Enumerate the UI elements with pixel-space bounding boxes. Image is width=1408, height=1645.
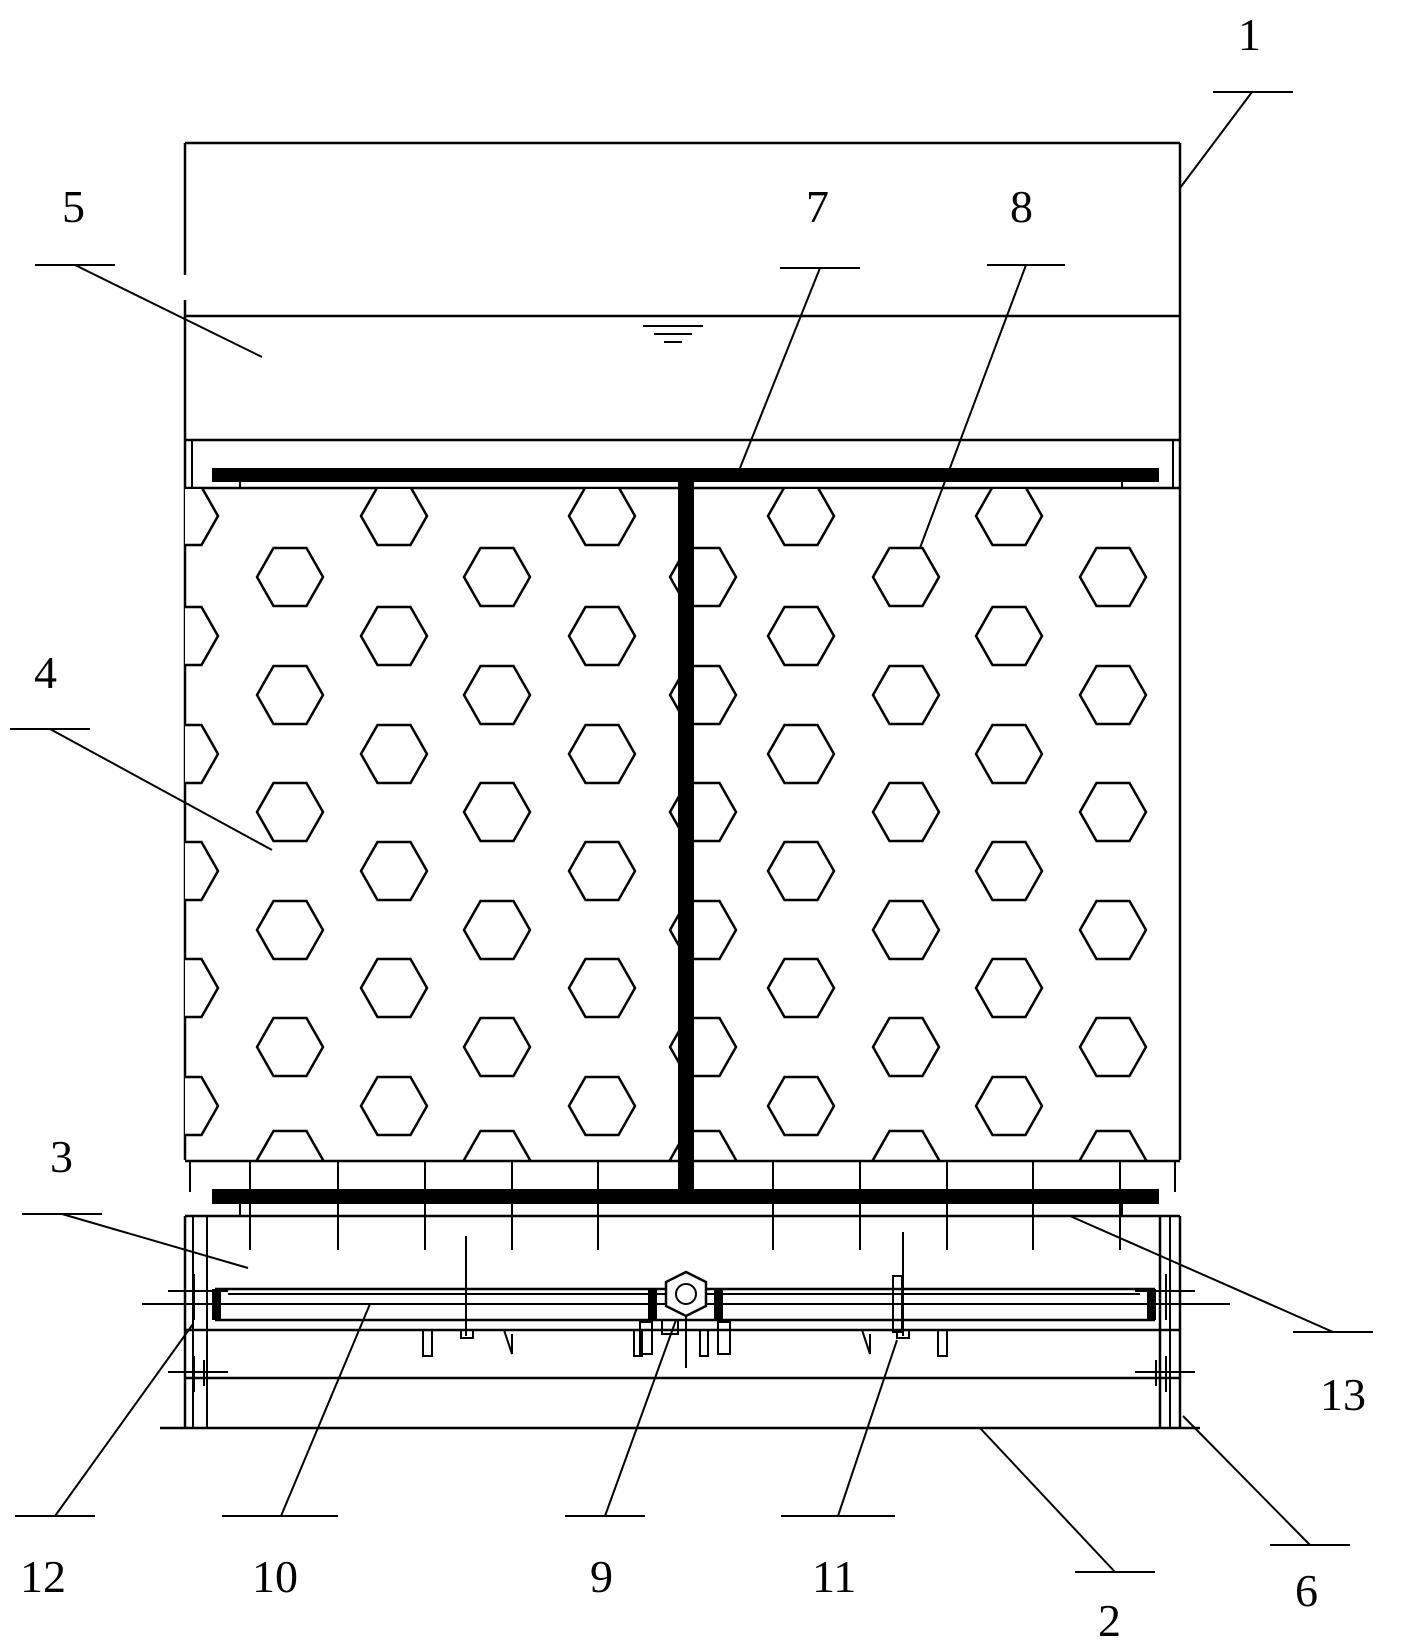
label-10: 10 (252, 1551, 298, 1602)
media-hexagon (359, 723, 429, 785)
media-hexagon (567, 1075, 637, 1137)
media-hexagon (255, 899, 325, 961)
media-hexagon (974, 957, 1044, 1019)
label-12: 12 (20, 1551, 66, 1602)
center-post (678, 482, 694, 1202)
media-hexagon (766, 723, 836, 785)
media-hexagon (462, 1016, 532, 1078)
label-13: 13 (1320, 1369, 1366, 1420)
media-hexagon (255, 1016, 325, 1078)
media-hexagon (974, 723, 1044, 785)
media-hexagon (359, 840, 429, 902)
media-hexagon (871, 1016, 941, 1078)
media-hexagon (255, 664, 325, 726)
callout-labels: 1 2 3 4 5 6 7 8 9 10 11 12 13 (20, 9, 1366, 1645)
label-8: 8 (1010, 181, 1033, 232)
media-hexagon (185, 489, 220, 547)
leader-lines (10, 91, 1373, 1573)
media-hexagon (567, 957, 637, 1019)
media-hexagon (462, 899, 532, 961)
media-hexagon (359, 957, 429, 1019)
media-hexagon (766, 957, 836, 1019)
label-5: 5 (62, 181, 85, 232)
label-6: 6 (1295, 1565, 1318, 1616)
lower-frame (142, 1204, 1230, 1430)
media-hexagon (1078, 1016, 1148, 1078)
media-hexagon (974, 1075, 1044, 1137)
media-hexagon (255, 781, 325, 843)
media-hexagon (871, 781, 941, 843)
media-hexagon (974, 605, 1044, 667)
media-hexagon (567, 840, 637, 902)
media-hexagon (359, 1075, 429, 1137)
media-hexagon (871, 664, 941, 726)
media-hexagon (359, 605, 429, 667)
media-hexagon (462, 664, 532, 726)
media-hexagon (1078, 899, 1148, 961)
label-11: 11 (812, 1551, 856, 1602)
support-grid (185, 1159, 1180, 1192)
media-hexagon (462, 546, 532, 608)
media-hexagon (871, 899, 941, 961)
label-1: 1 (1238, 9, 1261, 60)
bottom-bar (212, 1189, 1159, 1204)
label-9: 9 (590, 1551, 613, 1602)
hexagon-media (185, 489, 1148, 1161)
media-hexagon (359, 489, 429, 547)
media-hexagon (185, 723, 220, 785)
label-4: 4 (34, 647, 57, 698)
media-hexagon (766, 605, 836, 667)
media-hexagon (567, 605, 637, 667)
media-hexagon (1078, 781, 1148, 843)
water-surface (185, 314, 1180, 343)
media-hexagon (567, 723, 637, 785)
media-hexagon (185, 840, 220, 902)
media-hexagon (766, 840, 836, 902)
media-hexagon (974, 489, 1044, 547)
label-7: 7 (806, 181, 829, 232)
media-hexagon (1078, 546, 1148, 608)
media-hexagon (1078, 664, 1148, 726)
media-hexagon (185, 957, 220, 1019)
media-hexagon (185, 605, 220, 667)
media-hexagon (871, 546, 941, 608)
media-hexagon (766, 1075, 836, 1137)
label-3: 3 (50, 1131, 73, 1182)
media-hexagon (567, 489, 637, 547)
media-hexagon (185, 1075, 220, 1137)
media-hexagon (766, 489, 836, 547)
media-hexagon (255, 546, 325, 608)
top-bar (212, 468, 1159, 482)
media-hexagon (974, 840, 1044, 902)
label-2: 2 (1098, 1595, 1121, 1645)
media-hexagon (462, 781, 532, 843)
